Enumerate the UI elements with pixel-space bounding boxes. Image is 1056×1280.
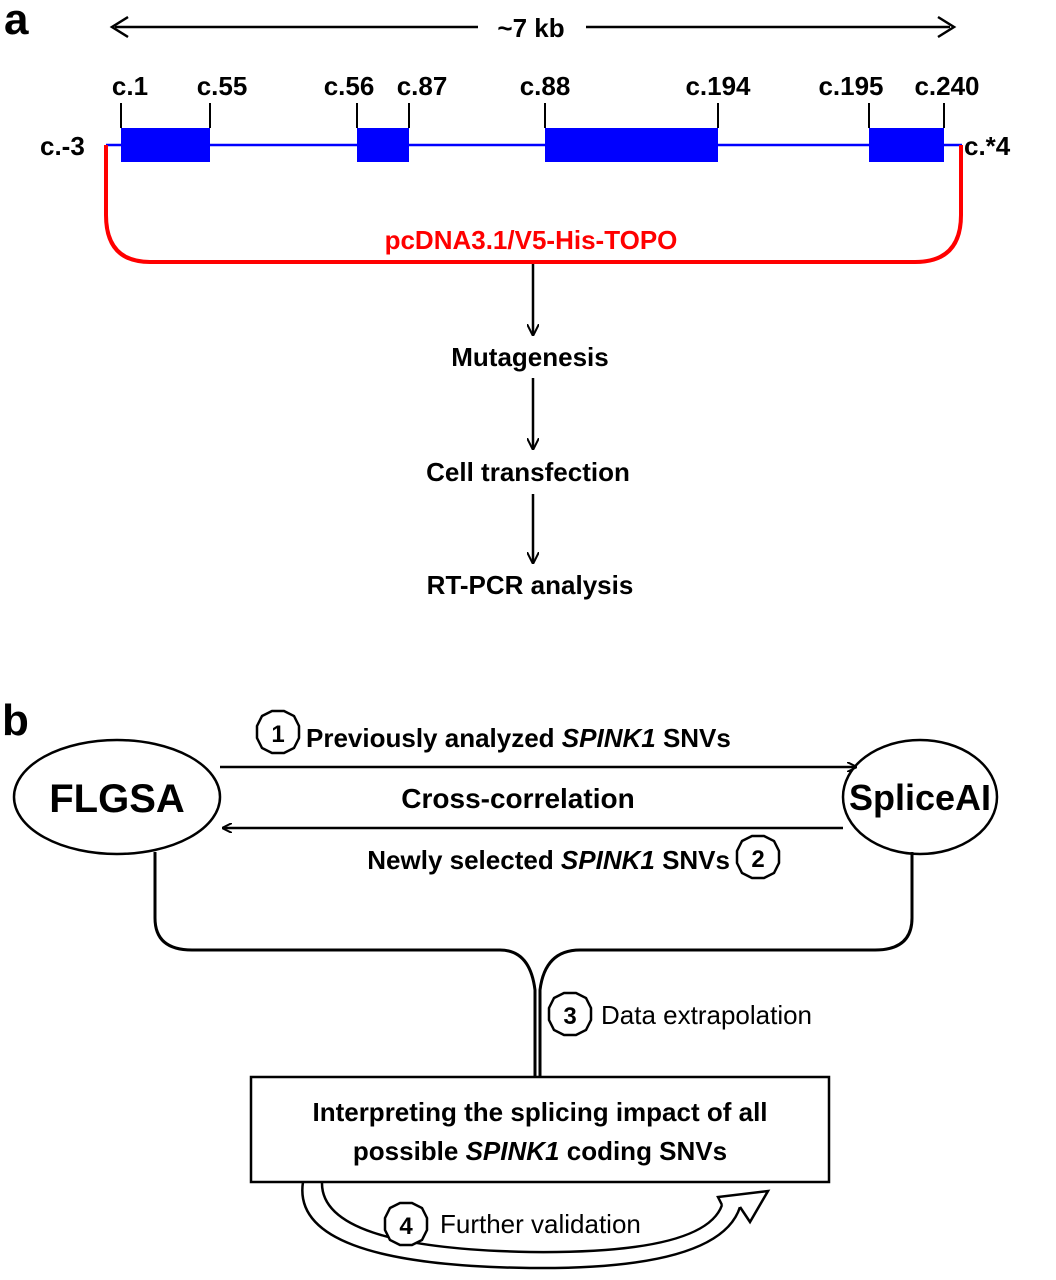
exon-2 xyxy=(357,128,409,162)
result-line-1: Interpreting the splicing impact of all xyxy=(312,1097,767,1127)
step-2-number: 2 xyxy=(751,846,764,873)
exon-3-end-label: c.194 xyxy=(685,71,751,101)
step-cell-transfection: Cell transfection xyxy=(426,457,630,487)
step-1-number: 1 xyxy=(271,721,284,748)
exon-3-start-label: c.88 xyxy=(520,71,571,101)
spliceai-node xyxy=(841,738,999,856)
step-mutagenesis: Mutagenesis xyxy=(451,342,609,372)
step-1-text: Previously analyzed SPINK1 SNVs xyxy=(306,723,731,753)
exon-ticks xyxy=(120,103,945,128)
exon-4 xyxy=(869,128,944,162)
merge-line-left xyxy=(153,852,537,1076)
result-box xyxy=(249,1075,831,1184)
vector-bracket xyxy=(104,145,963,264)
span-arrow xyxy=(109,15,957,39)
step-4-number: 4 xyxy=(399,1213,413,1240)
flgsa-node xyxy=(12,738,222,856)
step-3-badge xyxy=(547,991,593,1037)
validation-loop-outer xyxy=(301,1181,742,1270)
step-1-badge xyxy=(255,709,301,755)
step-3-text: Data extrapolation xyxy=(601,1000,812,1030)
step-4-text: Further validation xyxy=(440,1209,641,1239)
span-label: ~7 kb xyxy=(497,13,564,43)
end-label: c.*4 xyxy=(964,131,1011,161)
panel-a-letter: a xyxy=(4,0,29,44)
exon-2-start-label: c.56 xyxy=(324,71,375,101)
exon-1 xyxy=(121,128,210,162)
vector-label: pcDNA3.1/V5-His-TOPO xyxy=(385,225,678,255)
exon-4-end-label: c.240 xyxy=(914,71,979,101)
exon-3 xyxy=(545,128,718,162)
exon-2-end-label: c.87 xyxy=(397,71,448,101)
cross-correlation-label: Cross-correlation xyxy=(401,783,634,814)
flgsa-label: FLGSA xyxy=(49,777,185,821)
start-label: c.-3 xyxy=(40,131,85,161)
result-line-2: possible SPINK1 coding SNVs xyxy=(353,1136,727,1166)
step-3-number: 3 xyxy=(563,1003,576,1030)
panel-b-letter: b xyxy=(2,696,29,745)
spliceai-label: SpliceAI xyxy=(849,777,991,818)
step-rt-pcr: RT-PCR analysis xyxy=(427,570,634,600)
validation-loop-inner xyxy=(320,1181,724,1254)
step-2-badge xyxy=(735,834,781,880)
step-2-text: Newly selected SPINK1 SNVs xyxy=(367,845,730,875)
merge-line-right xyxy=(538,852,914,1076)
exon-1-start-label: c.1 xyxy=(112,71,148,101)
validation-arrowhead xyxy=(716,1189,771,1225)
exon-1-end-label: c.55 xyxy=(197,71,248,101)
step-4-badge xyxy=(383,1201,429,1247)
exon-4-start-label: c.195 xyxy=(818,71,883,101)
